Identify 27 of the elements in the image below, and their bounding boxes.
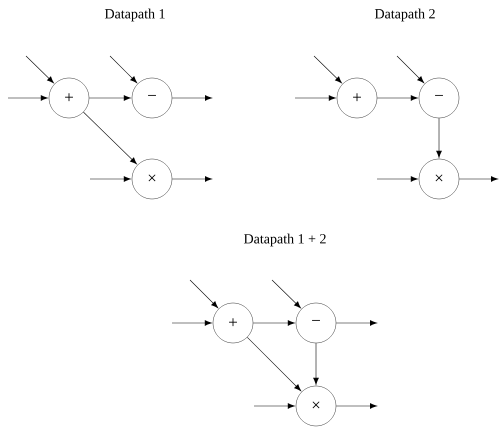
arrow [172, 95, 212, 101]
arrow [396, 56, 424, 84]
arrow [436, 118, 442, 158]
heading: Datapath 1 + 2 [244, 234, 326, 246]
arrow [190, 280, 218, 308]
arrow [83, 112, 137, 164]
arrow [336, 403, 378, 409]
arrow [8, 95, 48, 101]
heading: Datapath 2 [374, 8, 435, 22]
arrow [172, 176, 212, 182]
heading: Datapath 1 [104, 8, 165, 22]
arrow [376, 176, 418, 182]
arrow [272, 280, 301, 308]
arrow [336, 320, 378, 326]
arrow [90, 176, 131, 182]
arrow [26, 56, 54, 84]
arrow [252, 320, 295, 326]
arrow [246, 336, 302, 392]
arrow [313, 342, 319, 385]
arrow [110, 56, 138, 84]
arrow [294, 95, 336, 101]
arrow [172, 320, 212, 326]
arrow [458, 176, 498, 182]
arrow [254, 403, 295, 409]
arrow [376, 95, 418, 101]
arrow [88, 95, 131, 101]
arrow [314, 56, 342, 84]
